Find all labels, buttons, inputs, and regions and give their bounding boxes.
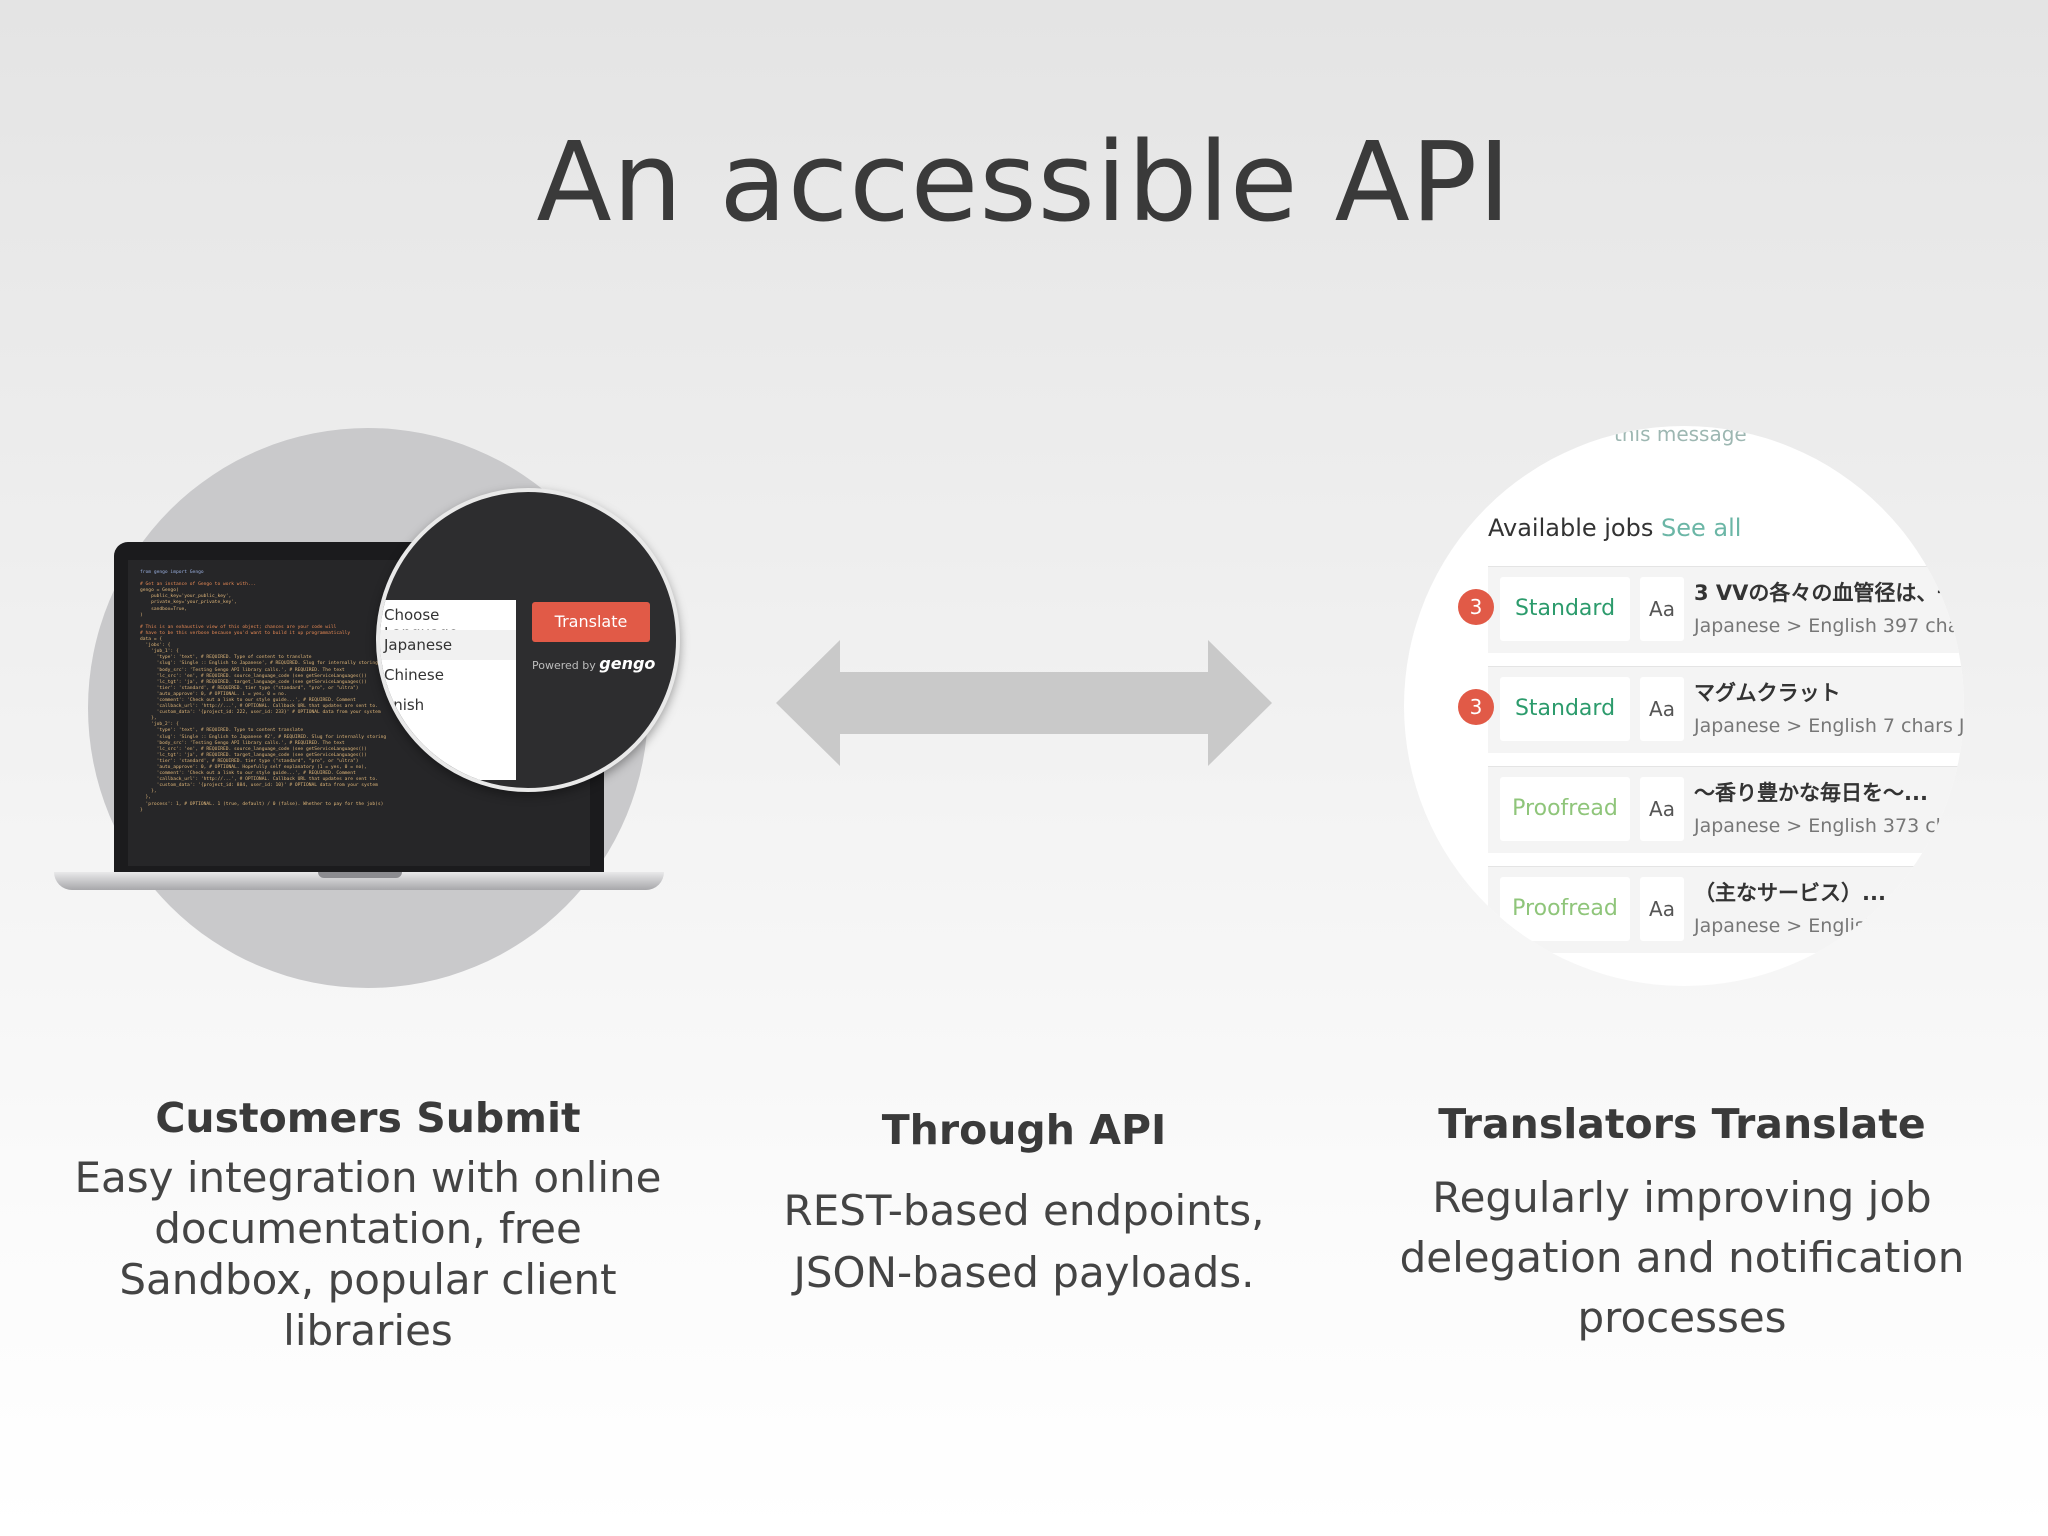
laptop-notch [318, 872, 402, 878]
language-option-german[interactable]: on [384, 726, 403, 744]
laptop-base [54, 872, 664, 890]
through-api-heading: Through API [881, 1106, 1167, 1154]
job-title: マグムクラット [1694, 681, 1841, 705]
job-meta: Japanese > English 7 chars Job I [1694, 715, 1964, 737]
job-row[interactable]: Proofread Aa （主なサービス）... Japanese > Engl… [1488, 866, 1964, 953]
job-count-badge: 3 [1458, 689, 1494, 725]
job-row[interactable]: Proofread Aa ～香り豊かな毎日を～... Japanese > En… [1488, 766, 1964, 853]
available-jobs-label: Available jobs [1488, 514, 1654, 542]
magnifier-lens: Choose Language Japanese Chinese anish o… [376, 488, 680, 792]
language-option-spanish[interactable]: anish [384, 696, 425, 714]
language-dropdown-header[interactable]: Choose Language [380, 600, 516, 642]
customers-submit-heading: Customers Submit [155, 1094, 581, 1142]
job-title: 3 VVの各々の血管径は、一ｋ [1694, 581, 1964, 605]
language-option-japanese[interactable]: Japanese [384, 636, 453, 654]
bidirectional-arrow-icon [776, 640, 1272, 766]
job-row[interactable]: 3 Standard Aa 3 VVの各々の血管径は、一ｋ Japanese >… [1458, 566, 1964, 653]
text-type-icon: Aa [1640, 577, 1684, 641]
job-title: （主なサービス）... [1694, 881, 1886, 905]
code-snippet-decoration: from gengo import Gengo # Get an instanc… [140, 570, 387, 813]
job-row[interactable]: 3 Standard Aa マグムクラット Japanese > English… [1458, 666, 1964, 753]
job-tier-tag: Standard [1500, 577, 1630, 641]
powered-by-label: Powered by [532, 659, 596, 672]
job-meta: Japanese > English 373 char [1694, 815, 1964, 837]
available-jobs-heading: Available jobs See all [1488, 514, 1741, 542]
jobs-panel-circle: this message Available jobs See all 3 St… [1404, 426, 1964, 986]
translate-button[interactable]: Translate [532, 602, 650, 642]
job-count-badge: 3 [1458, 589, 1494, 625]
translators-translate-heading: Translators Translate [1438, 1100, 1926, 1148]
language-dropdown[interactable]: Choose Language Japanese Chinese anish o… [380, 600, 516, 780]
slide-title: An accessible API [536, 118, 1512, 246]
job-tier-tag: Proofread [1500, 777, 1630, 841]
powered-by-gengo: Powered by gengo [532, 654, 655, 673]
gengo-logo: gengo [599, 654, 656, 673]
job-meta: Japanese > English 397 chars J [1694, 615, 1964, 637]
through-api-description: REST-based endpoints, JSON-based payload… [783, 1186, 1265, 1297]
job-title: ～香り豊かな毎日を～... [1694, 781, 1928, 805]
job-tier-tag: Standard [1500, 677, 1630, 741]
customers-submit-description: Easy integration with online documentati… [74, 1153, 662, 1355]
text-type-icon: Aa [1640, 677, 1684, 741]
translators-translate-description: Regularly improving job delegation and n… [1399, 1173, 1965, 1342]
message-peek-text: this message [1614, 426, 1747, 446]
language-option-highlight [380, 630, 516, 660]
job-meta: Japanese > English [1694, 915, 1877, 937]
see-all-link[interactable]: See all [1661, 514, 1742, 542]
language-option-chinese[interactable]: Chinese [384, 666, 444, 684]
job-tier-tag: Proofread [1500, 877, 1630, 941]
text-type-icon: Aa [1640, 777, 1684, 841]
text-type-icon: Aa [1640, 877, 1684, 941]
